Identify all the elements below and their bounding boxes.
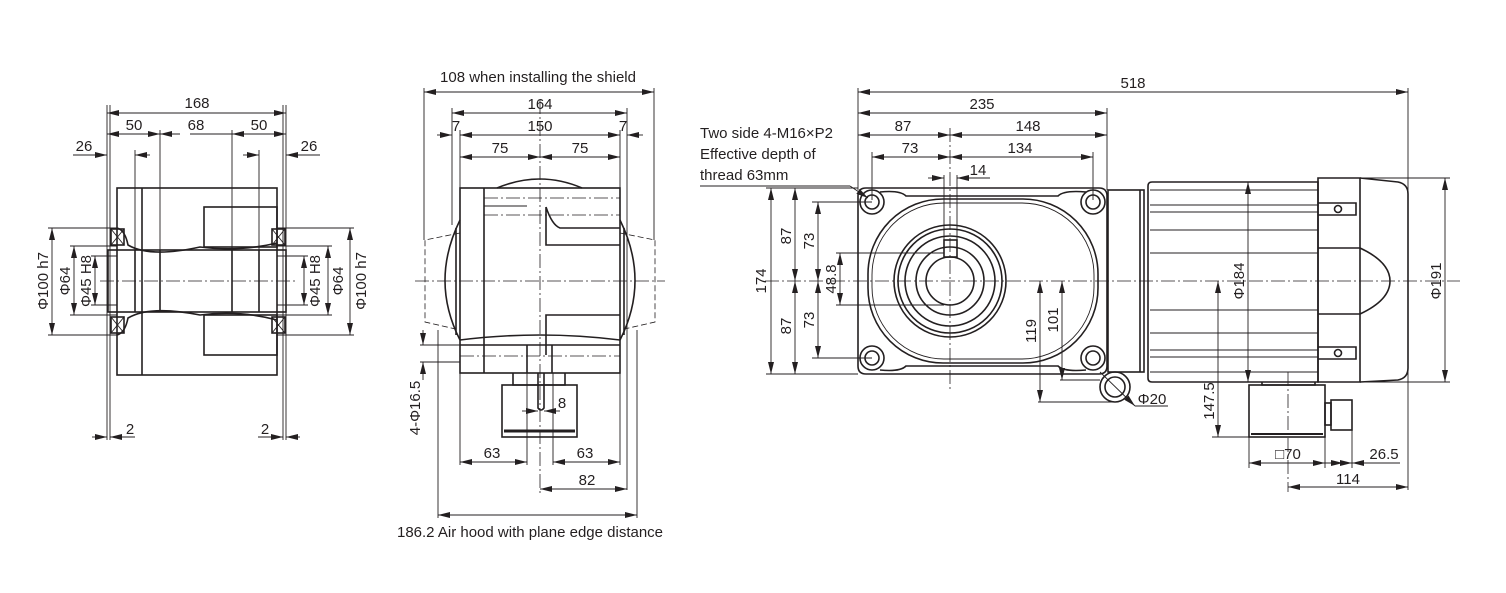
side-view: 108 when installing the shield 164 150 7… xyxy=(397,69,665,541)
bearing-icon xyxy=(110,228,286,334)
dim-75-right: 75 xyxy=(572,140,589,157)
dim-73-lower: 73 xyxy=(801,312,818,329)
dim-134: 134 xyxy=(1007,140,1032,157)
dim-phi191: Φ191 xyxy=(1428,263,1445,300)
dim-holes: 4-Φ16.5 xyxy=(407,381,424,436)
dim-phi64-right: Φ64 xyxy=(330,267,347,296)
dim-73-top: 73 xyxy=(902,140,919,157)
thread-note-line2: Effective depth of xyxy=(700,146,816,163)
thread-note-line3: thread 63mm xyxy=(700,167,788,184)
dim-26-right: 26 xyxy=(301,138,318,155)
side-view-geometry xyxy=(415,88,665,518)
front-view: 168 50 68 50 26 26 Φ100 h7 Φ64 Φ45 H8 Φ4… xyxy=(35,95,370,440)
dim-26-left: 26 xyxy=(76,138,93,155)
dim-235: 235 xyxy=(969,96,994,113)
air-hood-note: 186.2 Air hood with plane edge distance xyxy=(397,524,663,541)
dim-68: 68 xyxy=(188,117,205,134)
dim-73-upper: 73 xyxy=(801,233,818,250)
top-view: Two side 4-M16×P2 Effective depth of thr… xyxy=(700,75,1460,492)
phi20-hole xyxy=(1099,371,1168,407)
dim-26-5: 26.5 xyxy=(1369,446,1398,463)
dim-63-left: 63 xyxy=(484,445,501,462)
dim-50-right: 50 xyxy=(251,117,268,134)
dim-119: 119 xyxy=(1023,319,1040,343)
dim-63-right: 63 xyxy=(577,445,594,462)
dim-75-left: 75 xyxy=(492,140,509,157)
dim-174: 174 xyxy=(753,268,770,293)
dim-50-left: 50 xyxy=(126,117,143,134)
dim-114: 114 xyxy=(1336,471,1360,488)
dim-7-left: 7 xyxy=(452,118,460,135)
dim-168: 168 xyxy=(184,95,209,112)
mounting-hole-icon xyxy=(859,189,1106,371)
dim-2-right: 2 xyxy=(261,421,269,438)
thread-note-line1: Two side 4-M16×P2 xyxy=(700,125,833,142)
dim-164: 164 xyxy=(527,96,552,113)
dim-phi45-left: Φ45 H8 xyxy=(78,255,95,307)
dim-101: 101 xyxy=(1045,307,1062,332)
dim-148: 148 xyxy=(1015,118,1040,135)
dim-phi100-left: Φ100 h7 xyxy=(35,252,52,310)
shield-note: 108 when installing the shield xyxy=(440,69,636,86)
front-view-geometry xyxy=(48,105,354,440)
dim-147-5: 147.5 xyxy=(1201,382,1218,420)
dim-87-upper: 87 xyxy=(778,228,795,245)
dim-box-70: □70 xyxy=(1275,446,1301,463)
dim-518: 518 xyxy=(1120,75,1145,92)
dim-8: 8 xyxy=(558,395,566,412)
dim-phi64-left: Φ64 xyxy=(57,267,74,296)
dim-14: 14 xyxy=(970,162,987,179)
motor-fins xyxy=(1150,189,1318,373)
top-view-geometry xyxy=(700,88,1460,492)
dim-7-right: 7 xyxy=(619,118,627,135)
dim-87-top: 87 xyxy=(895,118,912,135)
dim-2-left: 2 xyxy=(126,421,134,438)
dim-87-lower: 87 xyxy=(778,318,795,335)
dim-82: 82 xyxy=(579,472,596,489)
dim-phi184: Φ184 xyxy=(1231,263,1248,300)
dim-phi45-right: Φ45 H8 xyxy=(307,255,324,307)
dim-phi20: Φ20 xyxy=(1138,391,1167,408)
dim-48-8: 48.8 xyxy=(823,264,840,293)
dim-phi100-right: Φ100 h7 xyxy=(353,252,370,310)
dim-150: 150 xyxy=(527,118,552,135)
